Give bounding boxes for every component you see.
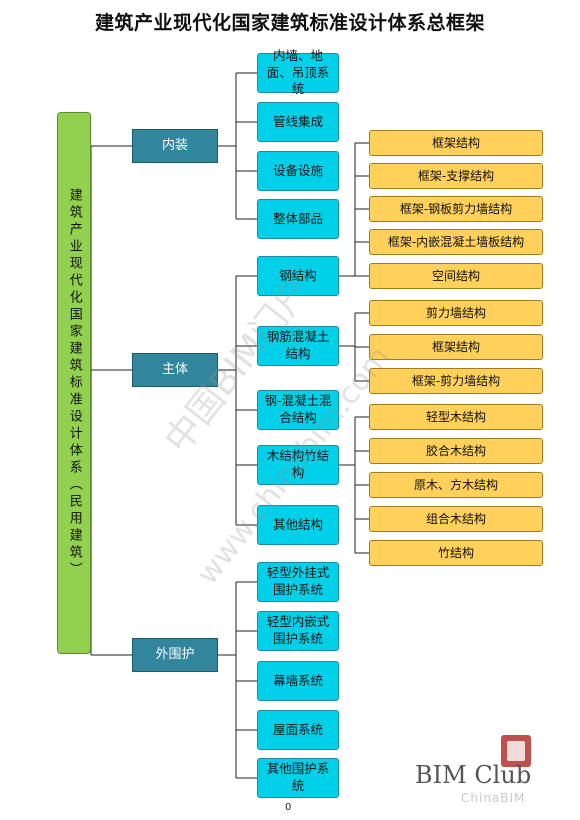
structure-steel: 钢结构 [257,256,339,296]
timber-type-bamboo: 竹结构 [369,540,543,566]
bim-club-logo: BIM Club ChinaBIM [415,735,565,805]
page-number: 0 [285,802,292,813]
steel-type-frame-bracing: 框架-支撑结构 [369,163,543,189]
logo-main-text: BIM Club [415,761,532,789]
steel-type-frame-embedded-concrete-wall: 框架-内嵌混凝土墙板结构 [369,229,543,255]
steel-type-frame: 框架结构 [369,130,543,156]
category-interior: 内装 [132,129,218,163]
structure-steel-concrete-composite: 钢-混凝土混合结构 [257,390,339,430]
enclosure-roof: 屋面系统 [257,710,339,750]
interior-pipeline-integration: 管线集成 [257,102,339,142]
enclosure-other: 其他围护系统 [257,758,339,798]
page-title: 建筑产业现代化国家建筑标准设计体系总框架 [94,12,485,34]
interior-integrated-components: 整体部品 [257,199,339,239]
timber-type-composite-wood: 组合木结构 [369,506,543,532]
concrete-type-shear-wall: 剪力墙结构 [369,300,543,326]
logo-mark-icon [501,735,531,767]
timber-type-log-sawn: 原木、方木结构 [369,472,543,498]
category-enclosure: 外围护 [132,638,218,672]
enclosure-curtain-wall: 幕墙系统 [257,661,339,701]
timber-type-light-wood: 轻型木结构 [369,404,543,430]
concrete-type-frame: 框架结构 [369,334,543,360]
structure-timber-bamboo: 木结构竹结构 [257,445,339,485]
interior-equipment: 设备设施 [257,151,339,191]
enclosure-light-embedded: 轻型内嵌式围护系统 [257,611,339,651]
logo-sub-text: ChinaBIM [461,791,526,805]
structure-other: 其他结构 [257,505,339,545]
concrete-type-frame-shear-wall: 框架-剪力墙结构 [369,368,543,394]
timber-type-glulam: 胶合木结构 [369,438,543,464]
root-node: 建筑产业现代化国家建筑标准设计体系（民用建筑） [57,112,91,654]
structure-reinforced-concrete: 钢筋混凝土结构 [257,326,339,366]
enclosure-light-hung: 轻型外挂式围护系统 [257,562,339,602]
steel-type-frame-steel-plate-shear-wall: 框架-钢板剪力墙结构 [369,196,543,222]
interior-walls-floors-ceilings: 内墙、地面、吊顶系统 [257,48,339,96]
category-structure: 主体 [132,353,218,387]
steel-type-space-structure: 空间结构 [369,263,543,289]
